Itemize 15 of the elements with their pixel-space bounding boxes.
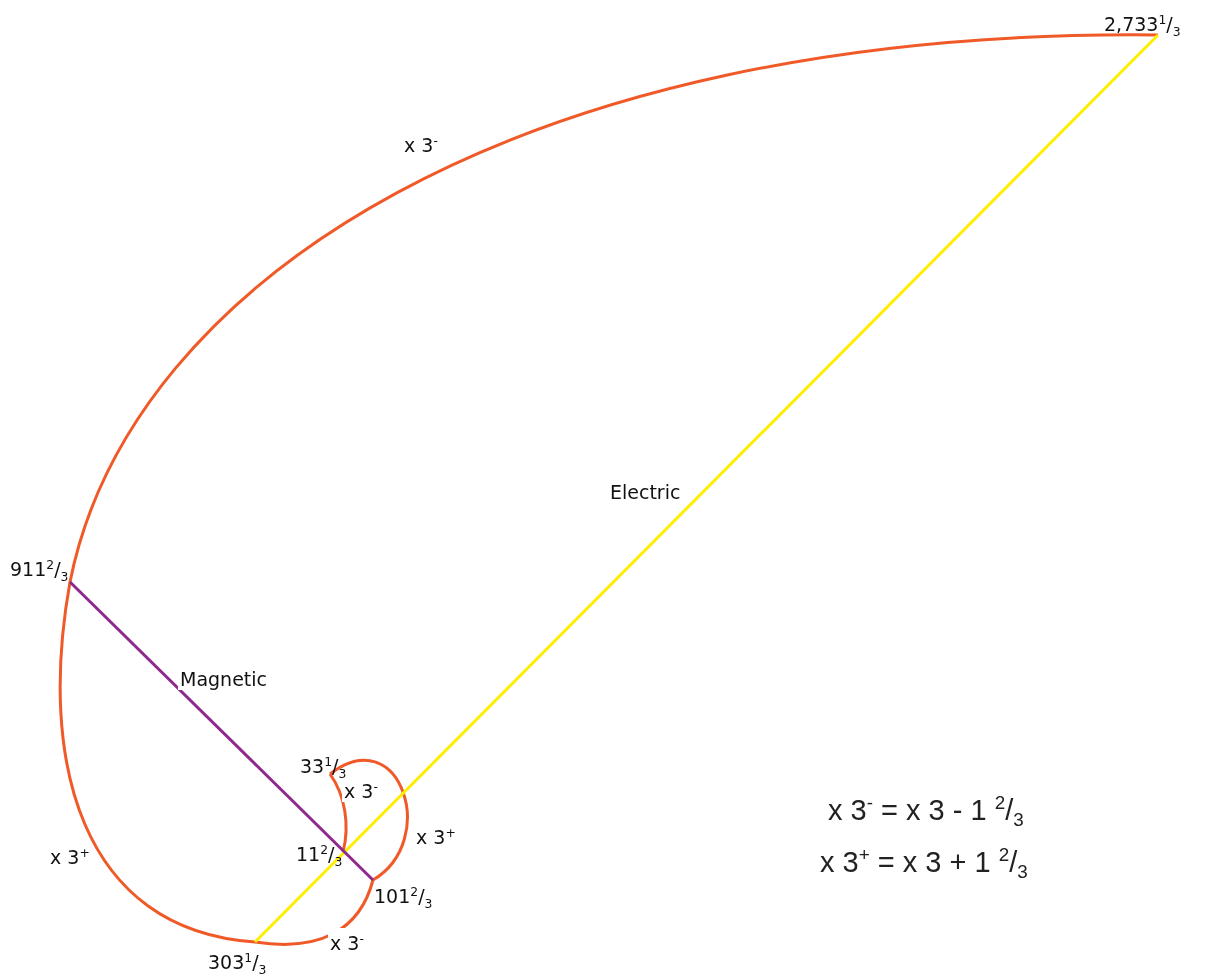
equation: x 3$^{-}$ = x 3 - 1 $^{2}$/$_{3}$ bbox=[828, 791, 1024, 833]
line bbox=[253, 33, 1160, 944]
value-label: 303$^{1}$/$_{3}$ bbox=[208, 946, 267, 975]
value-label: 11$^{2}$/$_{3}$ bbox=[296, 838, 343, 875]
spiral-arc bbox=[328, 773, 348, 853]
edge-label: Magnetic bbox=[178, 668, 269, 690]
spiral-arc bbox=[329, 758, 409, 882]
spiral-arc bbox=[68, 33, 1159, 583]
equation: x 3$^{+}$ = x 3 + 1 $^{2}$/$_{3}$ bbox=[820, 843, 1028, 885]
value-label: 911$^{2}$/$_{3}$ bbox=[10, 553, 69, 590]
value-label: 101$^{2}$/$_{3}$ bbox=[374, 880, 433, 917]
line bbox=[68, 580, 375, 882]
spiral-arc bbox=[58, 581, 256, 944]
value-label: 2,733$^{1}$/$_{3}$ bbox=[1104, 8, 1181, 45]
spiral-arc bbox=[254, 879, 375, 946]
